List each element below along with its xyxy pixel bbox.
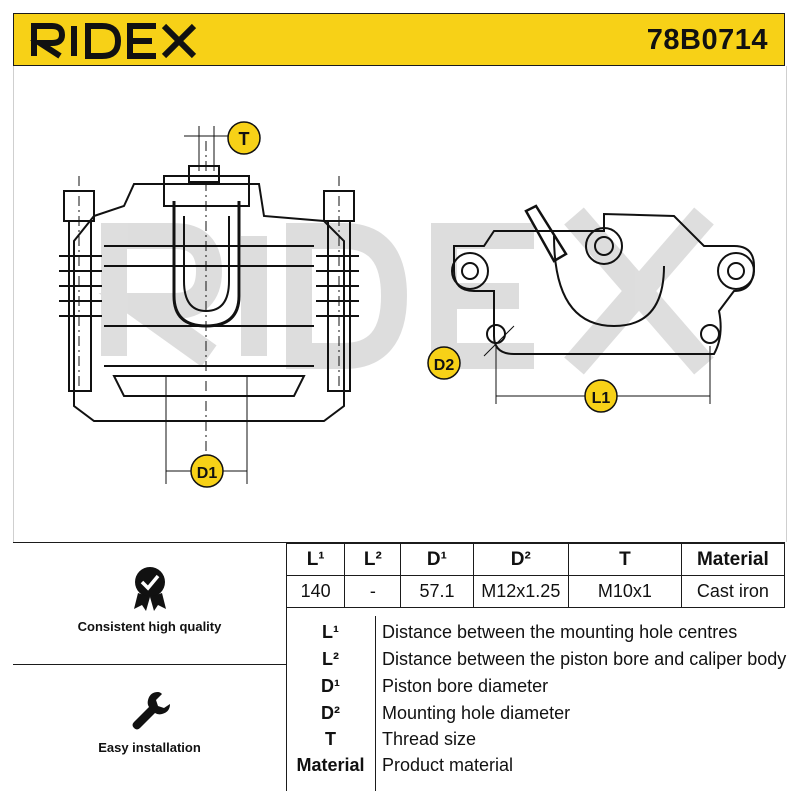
callout-d1-label: D1	[197, 465, 218, 482]
callout-l1-icon	[584, 379, 618, 413]
legend-row: D² Mounting hole diameter	[286, 700, 785, 727]
spec-header-cell: D¹	[400, 543, 474, 576]
feature-installation-label: Easy installation	[98, 740, 201, 755]
caliper-side-view	[451, 204, 756, 355]
callout-d1-icon	[190, 454, 224, 488]
spec-value-cell: Cast iron	[680, 575, 786, 608]
legend-key: L²	[322, 649, 339, 669]
ridex-logo	[30, 23, 197, 59]
spec-table: L¹ L² D¹ D² T Material 140 - 57.1 M12x1.…	[285, 543, 786, 608]
callout-t-icon	[227, 121, 261, 155]
dimension-t	[184, 126, 229, 171]
callout-t-label: T	[239, 129, 250, 149]
features-divider	[13, 664, 286, 665]
spec-value-cell: 140	[285, 575, 346, 608]
callout-d2-label: D2	[434, 357, 455, 374]
caliper-drawing: T D1 L1 D2	[59, 121, 756, 488]
spec-header-cell: D²	[472, 543, 570, 576]
legend-key: D²	[321, 703, 340, 723]
legend-description: Thread size	[382, 729, 477, 749]
spec-value-cell: -	[344, 575, 402, 608]
legend: L¹ Distance between the mounting hole ce…	[286, 616, 787, 791]
spec-header-cell: Material	[680, 543, 786, 576]
spec-value-cell: M12x1.25	[472, 575, 570, 608]
legend-key: Material	[296, 755, 365, 775]
quality-check-badge-icon	[133, 567, 166, 611]
legend-description: Distance between the piston bore and cal…	[382, 649, 787, 669]
legend-row: L¹ Distance between the mounting hole ce…	[286, 619, 785, 646]
spec-header-cell: T	[568, 543, 682, 576]
legend-divider	[375, 616, 376, 791]
spec-header-cell: L²	[344, 543, 402, 576]
header-bar: 78B0714	[13, 13, 785, 66]
legend-description: Product material	[382, 755, 514, 775]
ridex-watermark	[98, 207, 714, 375]
feature-installation: Easy installation	[13, 688, 286, 755]
legend-description: Distance between the mounting hole centr…	[382, 622, 738, 642]
spec-section: Consistent high quality Easy installatio…	[13, 542, 787, 791]
legend-row: D¹ Piston bore diameter	[286, 673, 785, 700]
callout-l1-label: L1	[592, 390, 611, 407]
centre-lines	[78, 141, 340, 486]
spec-header-row: L¹ L² D¹ D² T Material	[285, 543, 786, 576]
feature-quality: Consistent high quality	[13, 565, 286, 634]
legend-row: T Thread size	[286, 726, 785, 753]
spec-header-cell: L¹	[285, 543, 346, 576]
feature-quality-label: Consistent high quality	[77, 619, 222, 634]
legend-description: Mounting hole diameter	[382, 703, 571, 723]
spec-value-cell: 57.1	[400, 575, 474, 608]
legend-row: Material Product material	[286, 752, 785, 779]
legend-key: T	[325, 729, 336, 749]
features-panel: Consistent high quality Easy installatio…	[13, 543, 287, 791]
technical-drawing: T D1 L1 D2	[13, 66, 787, 542]
legend-row: L² Distance between the piston bore and …	[286, 646, 787, 673]
spec-value-cell: M10x1	[568, 575, 682, 608]
part-number: 78B0714	[646, 24, 768, 56]
callout-d2-icon	[427, 346, 461, 380]
caliper-front-view	[59, 165, 359, 422]
spec-value-row: 140 - 57.1 M12x1.25 M10x1 Cast iron	[285, 575, 786, 608]
legend-key: L¹	[322, 622, 339, 642]
legend-description: Piston bore diameter	[382, 676, 549, 696]
wrench-icon	[132, 692, 170, 730]
legend-key: D¹	[321, 676, 340, 696]
